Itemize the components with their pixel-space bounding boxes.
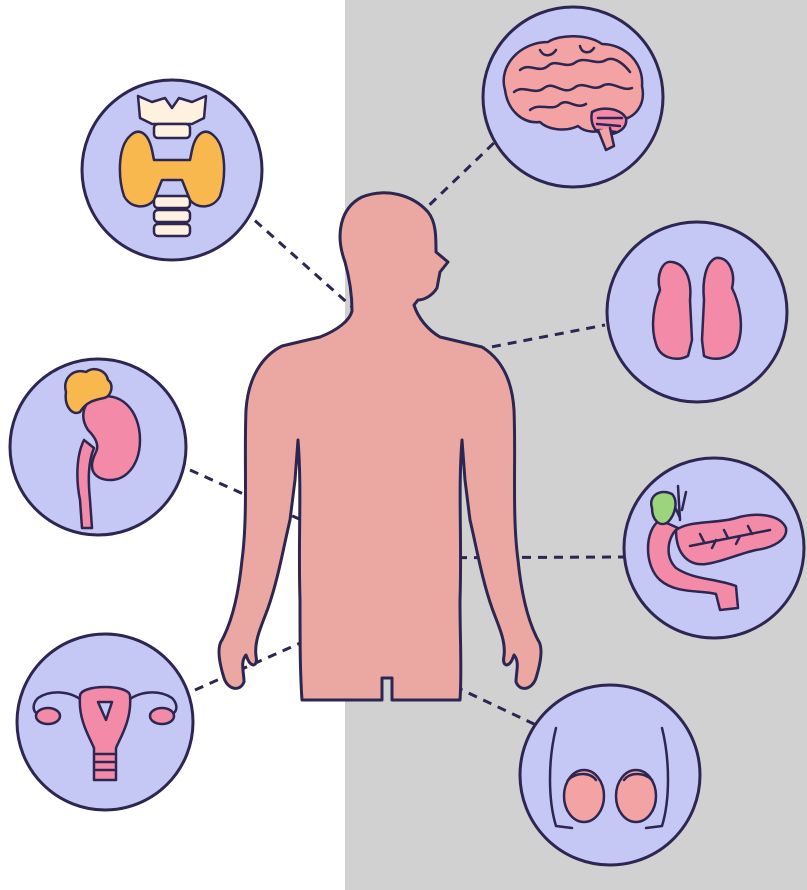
testes-circle — [520, 685, 700, 865]
kidney-circle — [10, 359, 186, 535]
thyroid-circle — [82, 80, 262, 260]
pancreas-circle — [624, 458, 804, 638]
thymus-circle — [607, 222, 787, 402]
uterus-circle — [17, 634, 193, 810]
brain-circle — [483, 7, 663, 187]
